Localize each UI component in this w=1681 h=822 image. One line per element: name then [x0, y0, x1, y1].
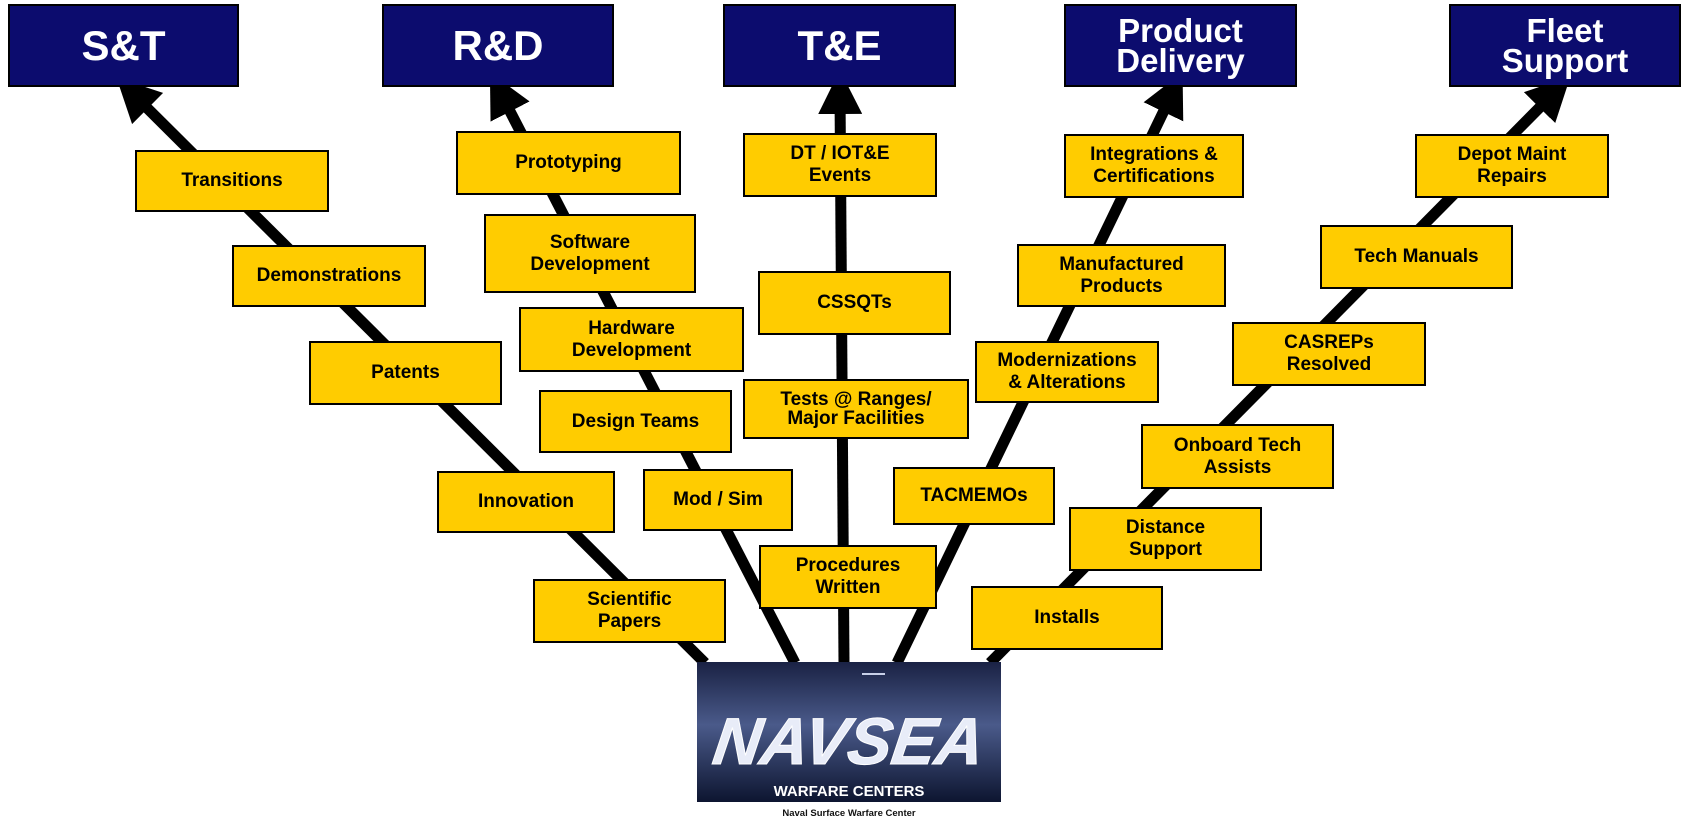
box-depot-maint-repairs: Depot Maint Repairs	[1415, 134, 1609, 198]
box-integrations-certifications: Integrations & Certifications	[1064, 134, 1244, 198]
header-st: S&T	[8, 4, 239, 87]
box-manufactured-products: Manufactured Products	[1017, 244, 1226, 307]
logo-line: WARFARE CENTERS	[774, 783, 925, 800]
box-innovation: Innovation	[437, 471, 615, 533]
box-distance-support: Distance Support	[1069, 507, 1262, 571]
box-patents: Patents	[309, 341, 502, 405]
box-software-development: Software Development	[484, 214, 696, 293]
box-cssqts: CSSQTs	[758, 271, 951, 335]
navsea-logo: NAVSEA WARFARE CENTERS Naval Surface War…	[697, 662, 1001, 822]
box-procedures-written: Procedures Written	[759, 545, 937, 609]
box-onboard-tech-assists: Onboard Tech Assists	[1141, 424, 1334, 489]
box-hardware-development: Hardware Development	[519, 307, 744, 372]
box-tech-manuals: Tech Manuals	[1320, 225, 1513, 289]
logo-name: NAVSEA	[709, 705, 989, 779]
box-casreps-resolved: CASREPs Resolved	[1232, 322, 1426, 386]
logo-caption: Naval Surface Warfare Center	[782, 808, 916, 819]
box-modernizations-alterations: Modernizations & Alterations	[975, 341, 1159, 403]
box-installs: Installs	[971, 586, 1163, 650]
header-rd: R&D	[382, 4, 614, 87]
box-design-teams: Design Teams	[539, 390, 732, 453]
box-demonstrations: Demonstrations	[232, 245, 426, 307]
header-te: T&E	[723, 4, 956, 87]
box-tests-ranges: Tests @ Ranges/ Major Facilities	[743, 379, 969, 439]
box-tacmemos: TACMEMOs	[893, 467, 1055, 525]
box-dt-iot-e-events: DT / IOT&E Events	[743, 133, 937, 197]
box-scientific-papers: Scientific Papers	[533, 579, 726, 643]
box-transitions: Transitions	[135, 150, 329, 212]
box-prototyping: Prototyping	[456, 131, 681, 195]
box-mod-sim: Mod / Sim	[643, 469, 793, 531]
